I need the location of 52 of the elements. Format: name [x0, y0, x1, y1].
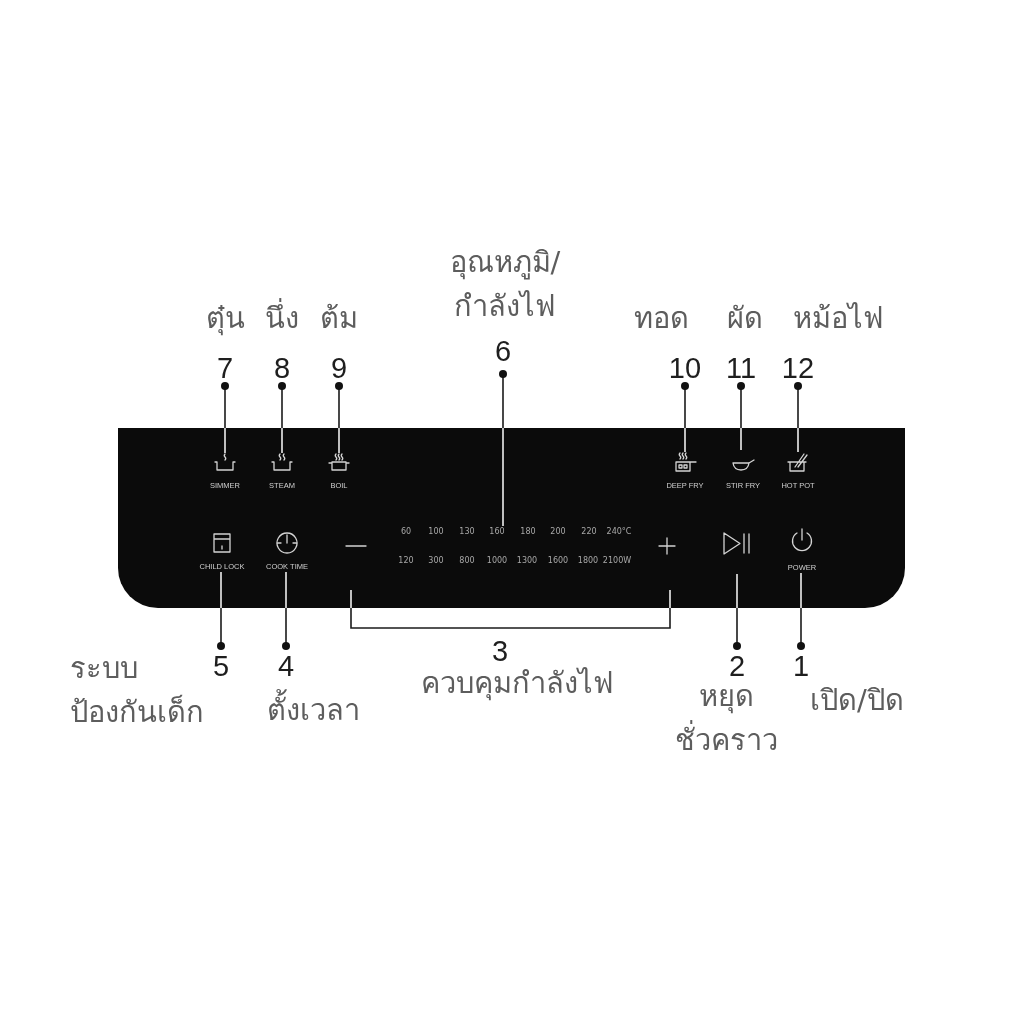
- control-panel: [118, 428, 905, 608]
- callout-label: หม้อไฟ: [792, 300, 884, 337]
- scale-value: 220: [581, 527, 597, 537]
- leader-line: [335, 382, 343, 454]
- callout-label: เปิด/ปิด: [810, 682, 904, 719]
- scale-value: 60: [400, 527, 412, 537]
- callout-number: 10: [668, 353, 702, 383]
- leader-line: [737, 382, 745, 451]
- callout-label: หยุดชั่วคราว: [673, 678, 779, 759]
- scale-value: 180: [520, 527, 536, 537]
- scale-value: 240°C: [606, 527, 632, 537]
- callout-label: ตั้งเวลา: [266, 688, 360, 732]
- scale-value: 300: [428, 556, 444, 566]
- scale-value: 200: [550, 527, 566, 537]
- scale-value: 1300: [516, 556, 538, 566]
- scale-value: 800: [459, 556, 475, 566]
- leader-line: [282, 571, 290, 650]
- leader-line: [733, 573, 741, 650]
- scale-value: 120: [398, 556, 414, 566]
- leader-line: [797, 572, 805, 650]
- callout-label: ทอด: [633, 300, 689, 337]
- scale-value: 1000: [486, 556, 508, 566]
- scale-value: 2100W: [602, 556, 632, 566]
- scale-value: 100: [428, 527, 444, 537]
- scale-value: 130: [459, 527, 475, 537]
- scale-value: 1600: [547, 556, 569, 566]
- scale-value: 160: [489, 527, 505, 537]
- callout-number: 2: [728, 651, 746, 681]
- callout-label: ควบคุมกำลังไฟ: [420, 665, 614, 703]
- callout-number: 6: [494, 336, 512, 366]
- scale-value: 1800: [577, 556, 599, 566]
- callout-label: ผัด: [727, 300, 763, 337]
- callout-label: ระบบป้องกันเด็ก: [70, 650, 205, 731]
- leader-line: [794, 382, 802, 453]
- callout-number: 12: [781, 353, 815, 383]
- callout-label: นึ่ง: [265, 296, 299, 340]
- leader-line: [217, 571, 225, 650]
- callout-label: ตุ๋น: [205, 300, 245, 338]
- leader-line: [221, 382, 229, 454]
- leader-line: [278, 382, 286, 454]
- callout-number: 3: [491, 636, 509, 666]
- callout-label: อุณหภูมิ/กำลังไฟ: [448, 244, 562, 325]
- callout-number: 8: [273, 353, 291, 383]
- callout-label: ต้ม: [320, 300, 358, 337]
- leader-line: [681, 382, 689, 453]
- callout-number: 4: [277, 651, 295, 681]
- callout-number: 1: [792, 651, 810, 681]
- callout-number: 11: [725, 353, 757, 383]
- callout-number: 5: [212, 651, 230, 681]
- leader-line: [499, 370, 507, 527]
- callout-number: 7: [216, 353, 234, 383]
- callout-number: 9: [330, 353, 348, 383]
